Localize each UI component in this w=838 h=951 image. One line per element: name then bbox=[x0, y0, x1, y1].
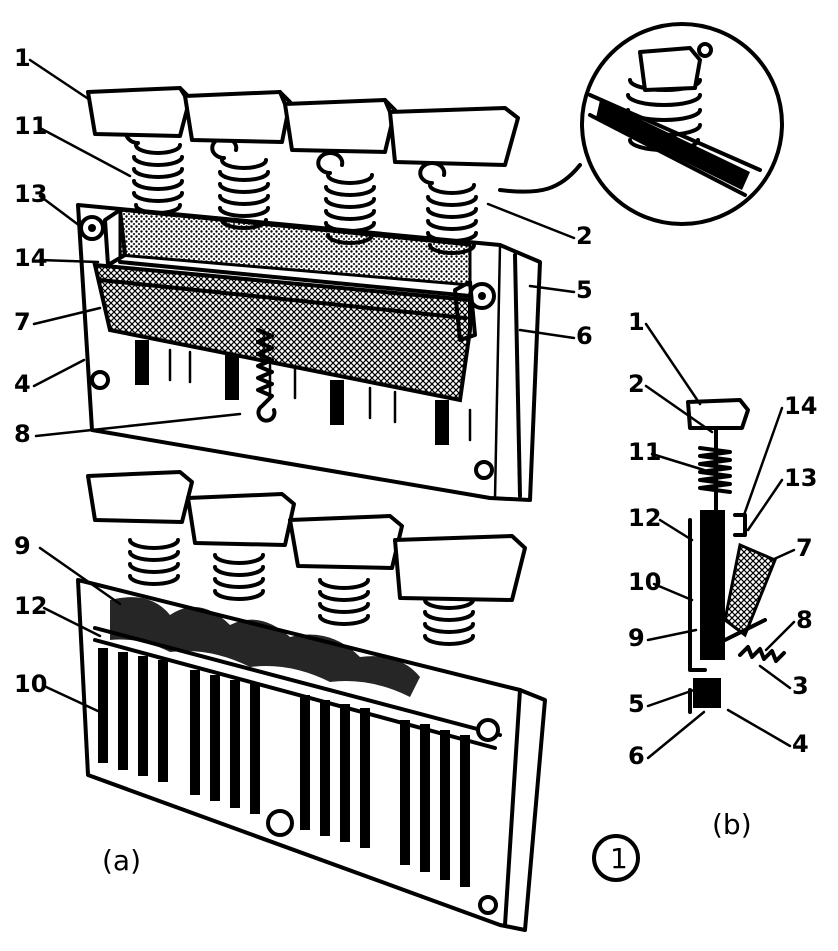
label-4-side: 4 bbox=[792, 730, 809, 758]
label-13-upper: 13 bbox=[14, 180, 47, 208]
leaders-side bbox=[644, 322, 796, 760]
upper-contact-slots bbox=[135, 340, 472, 445]
label-6-side: 6 bbox=[628, 742, 645, 770]
label-8-upper: 8 bbox=[14, 420, 31, 448]
detail-callout bbox=[498, 22, 784, 226]
upper-keycaps bbox=[86, 86, 520, 167]
label-4-upper: 4 bbox=[14, 370, 31, 398]
label-2-upper: 2 bbox=[576, 222, 593, 250]
caption-b: (b) bbox=[712, 808, 752, 841]
label-11-upper: 11 bbox=[14, 112, 47, 140]
upper-return-spring bbox=[256, 328, 277, 423]
label-12-lower: 12 bbox=[14, 592, 47, 620]
label-14-side: 14 bbox=[784, 392, 817, 420]
label-6-upper: 6 bbox=[576, 322, 593, 350]
label-10-lower: 10 bbox=[14, 670, 47, 698]
label-5-side: 5 bbox=[628, 690, 645, 718]
label-8-side: 8 bbox=[796, 606, 813, 634]
upper-springs bbox=[124, 121, 478, 255]
upper-mesh-cover bbox=[92, 262, 472, 403]
label-9-side: 9 bbox=[628, 624, 645, 652]
labels-lower: 9 12 10 bbox=[14, 532, 47, 698]
label-9-lower: 9 bbox=[14, 532, 31, 560]
label-2-side: 2 bbox=[628, 370, 645, 398]
lower-springs bbox=[128, 538, 475, 646]
label-1-side: 1 bbox=[628, 308, 645, 336]
label-14-upper: 14 bbox=[14, 244, 47, 272]
caption-a: (a) bbox=[102, 844, 141, 877]
label-12-side: 12 bbox=[628, 504, 661, 532]
side-view bbox=[686, 398, 786, 714]
label-7-upper: 7 bbox=[14, 308, 31, 336]
lower-assembly bbox=[76, 470, 547, 932]
label-7-side: 7 bbox=[796, 534, 813, 562]
lower-contact-comb bbox=[98, 648, 470, 887]
label-11-side: 11 bbox=[628, 438, 661, 466]
labels-side: 1 2 11 12 10 9 5 6 14 13 7 8 3 4 bbox=[628, 308, 817, 770]
label-13-side: 13 bbox=[784, 464, 817, 492]
leaders-lower bbox=[38, 546, 122, 714]
label-1-upper: 1 bbox=[14, 44, 31, 72]
labels-upper: 1 11 13 14 7 4 8 2 5 6 bbox=[14, 44, 593, 448]
label-10-side: 10 bbox=[628, 568, 661, 596]
figure-number-ring bbox=[592, 834, 640, 882]
label-3-side: 3 bbox=[792, 672, 809, 700]
upper-assembly bbox=[76, 86, 542, 502]
lower-keycaps bbox=[86, 470, 527, 602]
label-5-upper: 5 bbox=[576, 276, 593, 304]
leaders-upper bbox=[28, 58, 576, 438]
figure-number: 1 bbox=[610, 842, 628, 875]
